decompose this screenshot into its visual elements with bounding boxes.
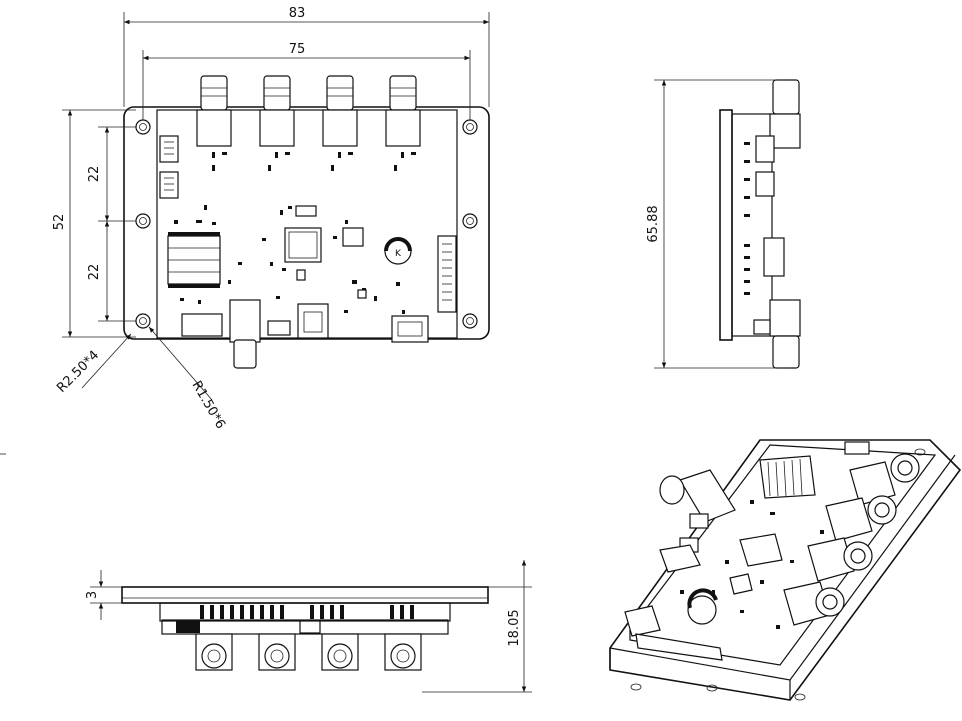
iso-top-header [759, 441, 870, 499]
bottom-connector [229, 299, 261, 343]
small-components [174, 152, 416, 314]
header-connector [159, 135, 179, 163]
radius-callouts: R2.50*4 R1.50*6 [54, 326, 228, 432]
left-dimension-22: 22 22 [87, 126, 136, 322]
dim-height: 52 [52, 214, 67, 231]
sim-slot [181, 313, 223, 337]
mounting-holes [135, 119, 478, 329]
bottom-bnc [195, 633, 422, 671]
bottom-fins [200, 605, 414, 619]
side-header [437, 235, 457, 313]
dim-plate-thickness: 3 [85, 591, 100, 599]
ic-chip [167, 232, 221, 288]
board-outline [123, 106, 490, 340]
power-connector [297, 303, 329, 339]
dim-hole-spacing-upper: 22 [87, 166, 102, 183]
isometric-view [609, 439, 962, 701]
dim-bottom-height: 18.05 [507, 609, 522, 646]
side-dimension: 65.88 [646, 79, 790, 369]
dim-hole-radius: R1.50*6 [189, 379, 228, 432]
small-chip [342, 227, 364, 247]
usb-port [391, 315, 429, 343]
dim-hole-spacing-lower: 22 [87, 264, 102, 281]
iso-bnc [783, 453, 920, 626]
dim-overall-width: 83 [289, 6, 306, 21]
dim-hole-pitch: 75 [289, 42, 306, 57]
bottom-view [121, 586, 489, 671]
top-connectors [196, 75, 421, 147]
header-connector [159, 171, 179, 199]
buzzer: K [384, 237, 412, 265]
top-dimension-75: 75 [142, 42, 471, 120]
top-view: K [123, 75, 490, 369]
side-view [719, 79, 801, 369]
svg-text:K: K [395, 249, 402, 259]
dim-side-height: 65.88 [646, 205, 661, 242]
dim-corner-radius: R2.50*4 [54, 348, 102, 396]
jst-connector [267, 320, 291, 336]
side-pins [744, 142, 771, 335]
bottom-dimensions: 18.05 3 [85, 560, 532, 693]
left-dimension-52: 52 [52, 109, 136, 338]
top-dimension-83: 83 [123, 6, 490, 107]
crystal [295, 205, 317, 217]
mcu-chip [284, 227, 322, 263]
